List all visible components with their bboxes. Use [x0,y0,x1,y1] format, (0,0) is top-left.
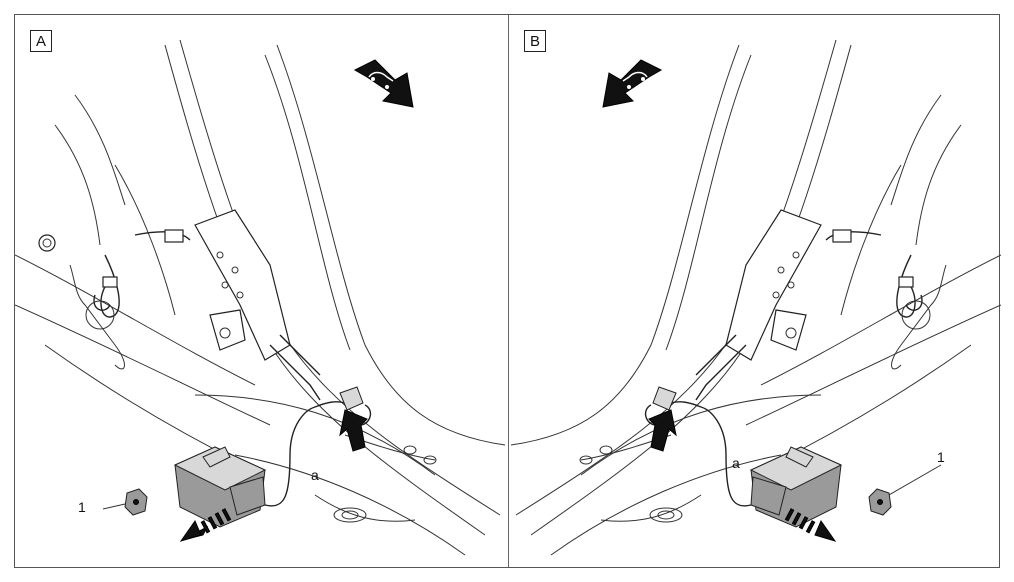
removal-direction-arrow-icon [179,508,232,542]
panel-b-callout-number: 1 [937,449,945,465]
panel-b: B 1 a [508,15,1001,567]
panel-a-callout-letter: a [311,467,319,483]
panel-a-illustration [15,39,506,556]
nut-icon [868,464,942,516]
panel-b-callout-letter: a [732,455,740,471]
wire-harness [825,229,947,370]
panel-b-label: B [524,30,546,52]
vehicle-front-direction-arrow-icon [353,59,414,108]
panel-a-label: A [30,30,52,52]
panel-a: A 1 a [15,15,508,567]
insertion-arrow-icon [648,409,677,452]
sensor-connector [264,386,372,507]
wire-harness [38,229,191,370]
nut-icon [102,488,148,516]
body-structure-lines [15,39,506,556]
panel-b-illustration [510,39,1001,556]
panel-a-callout-number: 1 [78,499,86,515]
mounting-bracket [695,209,822,401]
removal-direction-arrow-icon [784,508,837,542]
diagram-frame: A 1 a [14,14,1001,568]
mounting-bracket [194,209,321,401]
sensor-connector [644,386,752,507]
impact-sensor [749,446,843,528]
vehicle-front-direction-arrow-icon [602,59,663,108]
impact-sensor [173,446,267,528]
insertion-arrow-icon [339,409,368,452]
